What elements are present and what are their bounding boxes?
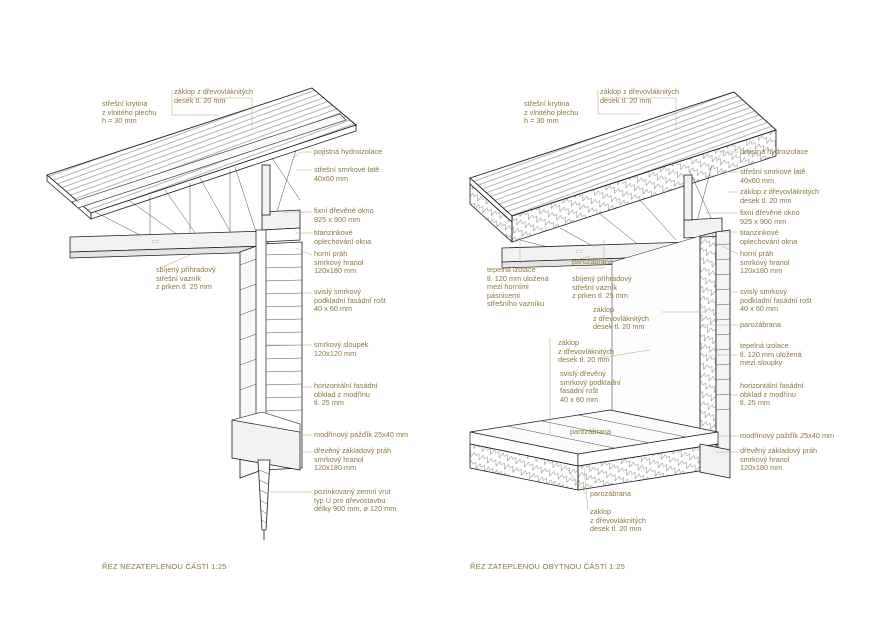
label-fibreboard-deck-2: záklop z dřevovláknitých desek tl. 20 mm (740, 187, 820, 205)
label-cladding: horizontální fasádní obklad z modřínu tl… (740, 381, 804, 408)
caption-uninsulated-section: ŘEZ NEZATEPLENOU ČÁSTÍ 1:25 (102, 562, 227, 571)
label-vapour-barrier-4: parozábrana (590, 489, 631, 498)
label-sill-plate: dřevěný základový práh smrkový hranol 12… (314, 446, 392, 473)
label-truss: sbíjený příhradový střešní vazník z prke… (572, 274, 632, 301)
leader-lines (159, 90, 739, 511)
label-facade-battens: svislý smrkový podkladní fasádní rošt 40… (740, 287, 812, 314)
svg-text::: ::: :: :: (576, 249, 583, 255)
right-section-drawing: :: :: (469, 91, 777, 491)
label-drip-strip: modřínový pažďík 25x40 mm (740, 431, 835, 440)
label-fibreboard-wall: záklop z dřevovláknitých desek tl. 20 mm (593, 305, 649, 332)
label-fibreboard-wall-2: záklop z dřevovláknitých desek tl. 20 mm (558, 338, 614, 365)
label-fixed-window: fixní dřevěné okno 925 x 900 mm (314, 206, 374, 224)
label-drip-strip: modřínový pažďík 25x40 mm (314, 430, 409, 439)
label-roof-covering: střešní krytina z vlnitého plechu h = 30… (102, 99, 157, 126)
label-top-plate: horní práh smrkový hranol 120x180 mm (740, 249, 790, 276)
label-truss: sbíjený příhradový střešní vazník z prke… (156, 265, 216, 292)
label-vapour-barrier-3: parozábrana (570, 427, 611, 436)
label-sill-plate: dřevěný základový práh smrkový hranol 12… (740, 446, 818, 473)
left-section-drawing: :: :: (46, 87, 357, 540)
label-fixed-window: fixní dřevěné okno 925 x 900 mm (740, 208, 800, 226)
label-cladding: horizontální fasádní obklad z modřínu tl… (314, 381, 378, 408)
label-fibreboard-deck: záklop z dřevovláknitých desek tl. 20 mm (600, 87, 680, 105)
label-top-plate: horní práh smrkový hranol 120x180 mm (314, 249, 364, 276)
label-roof-battens: střešní smrkové latě 40x60 mm (314, 165, 380, 183)
label-roof-battens: střešní smrkové latě 40x60 mm (740, 167, 806, 185)
label-fibreboard-deck: záklop z dřevovláknitých desek tl. 20 mm (174, 87, 254, 105)
label-waterproofing: pojistná hydroizolace (740, 147, 809, 156)
caption-insulated-section: ŘEZ ZATEPLENOU OBYTNOU ČÁSTÍ 1:25 (470, 562, 625, 571)
label-vapour-barrier-2: parozábrana (740, 320, 781, 329)
label-vapour-barrier-1: parozábrana (572, 257, 613, 266)
label-waterproofing: pojistná hydroizolace (314, 147, 383, 156)
label-fibreboard-floor: záklop z dřevovláknitých desek tl. 20 mm (590, 507, 646, 534)
label-window-flashing: titanzinkové oplechování okna (740, 228, 798, 246)
label-facade-battens: svislý smrkový podkladní fasádní rošt 40… (314, 287, 386, 314)
label-roof-insulation: tepelná izolace tl. 120 mm uložená mezi … (487, 265, 549, 309)
svg-text::: ::: :: :: (152, 239, 159, 245)
label-vertical-battens: svislý dřevěný smrkový podkladní fasádní… (560, 369, 621, 404)
label-ground-screw: pozinkovaný zemní vrut typ U pro dřevost… (314, 487, 397, 514)
label-window-flashing: titanzinkové oplechování okna (314, 228, 372, 246)
label-wall-insulation: tepelná izolace tl. 120 mm uložená mezi … (740, 341, 802, 368)
label-roof-covering: střešní krytina z vlnitého plechu h = 30… (524, 99, 579, 126)
label-stud: smrkový sloupek 120x120 mm (314, 340, 369, 358)
